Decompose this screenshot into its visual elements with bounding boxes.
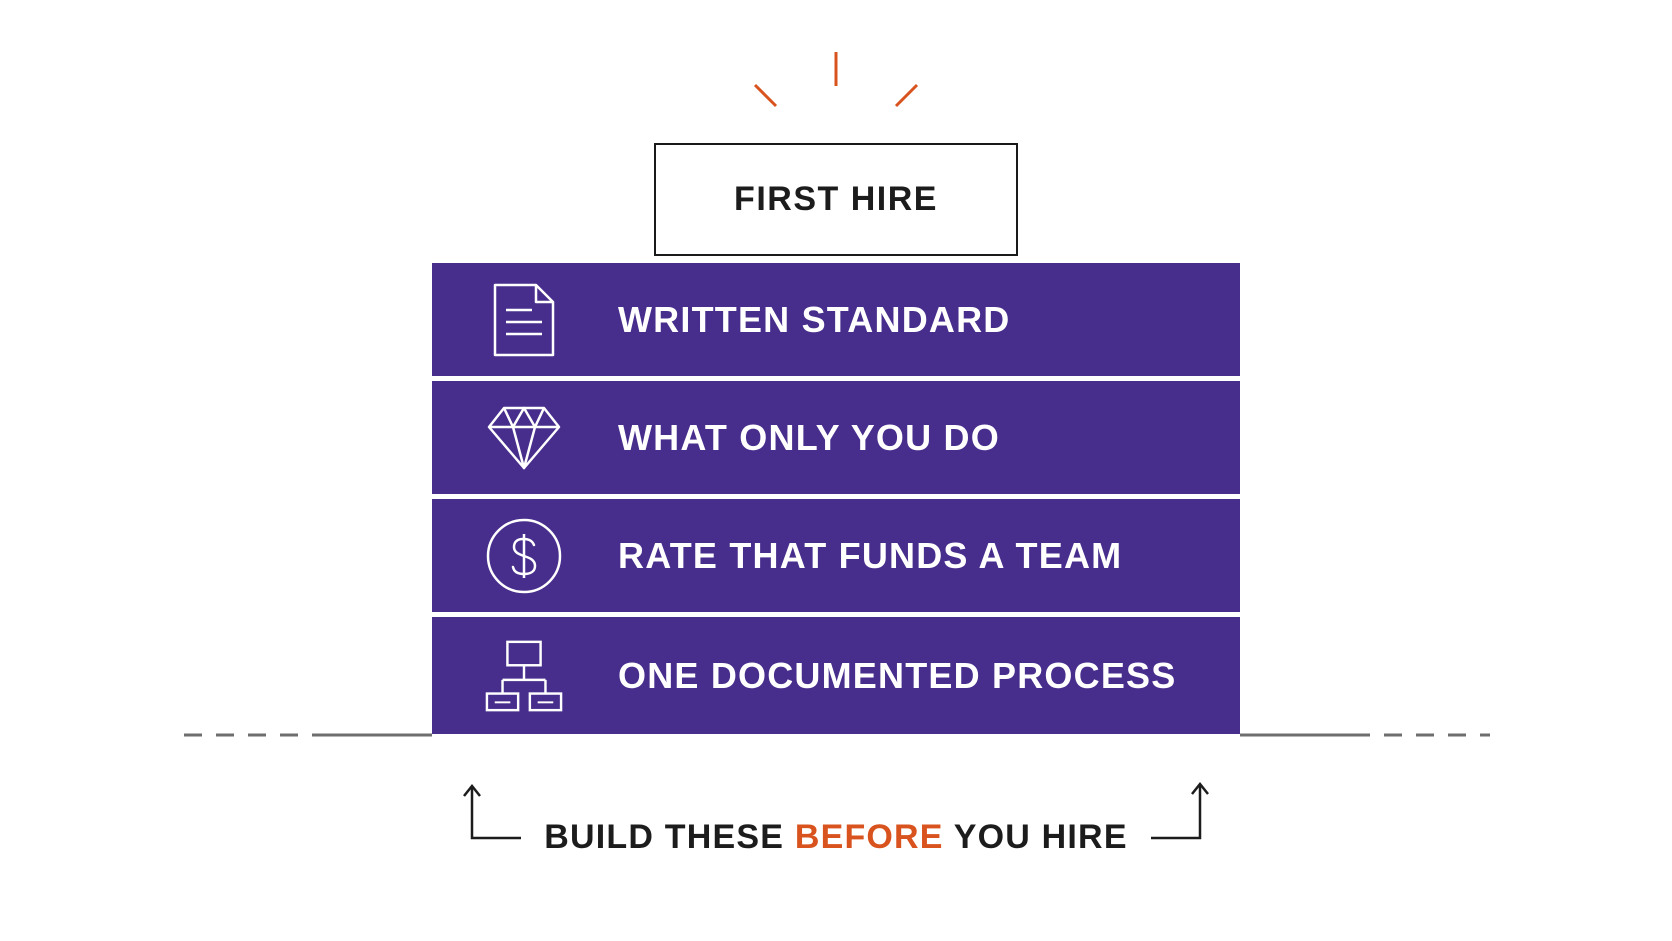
layer-documented-process: ONE DOCUMENTED PROCESS xyxy=(432,617,1240,734)
right-arrow-icon xyxy=(1151,781,1209,840)
layer-label: RATE THAT FUNDS A TEAM xyxy=(618,534,1123,576)
document-icon xyxy=(484,280,564,360)
org-chart-icon xyxy=(484,636,564,716)
first-hire-box: FIRST HIRE xyxy=(654,143,1018,256)
layer-label: WHAT ONLY YOU DO xyxy=(618,416,1000,458)
layer-label: WRITTEN STANDARD xyxy=(618,298,1011,340)
left-arrow-icon xyxy=(463,783,521,840)
layer-what-only-you-do: WHAT ONLY YOU DO xyxy=(432,381,1240,494)
foundation-stack: WRITTEN STANDARD WHAT ONLY YOU DO RATE T… xyxy=(432,263,1240,734)
caption-after: YOU HIRE xyxy=(943,818,1128,856)
caption-accent: BEFORE xyxy=(794,818,944,856)
caption-before: BUILD THESE xyxy=(544,818,795,856)
first-hire-label: FIRST HIRE xyxy=(734,180,938,218)
dollar-coin-icon xyxy=(484,516,564,596)
layer-written-standard: WRITTEN STANDARD xyxy=(432,263,1240,376)
caption: BUILD THESE BEFORE YOU HIRE xyxy=(0,818,1672,857)
layer-rate-funds-team: RATE THAT FUNDS A TEAM xyxy=(432,499,1240,612)
layer-label: ONE DOCUMENTED PROCESS xyxy=(618,654,1177,696)
diamond-icon xyxy=(484,398,564,478)
